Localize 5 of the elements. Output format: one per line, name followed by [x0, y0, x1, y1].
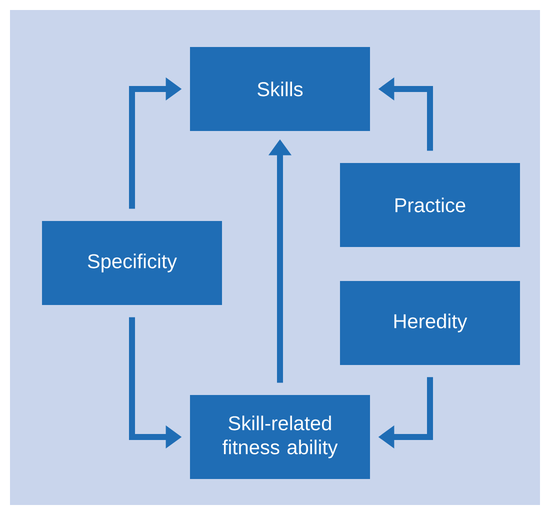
process-box: Skills	[190, 47, 370, 131]
process-box: Skill-related fitness ability	[190, 394, 370, 479]
process-box: Specificity	[42, 221, 222, 305]
process-box: Practice	[340, 162, 520, 247]
process-box: Heredity	[340, 281, 520, 365]
